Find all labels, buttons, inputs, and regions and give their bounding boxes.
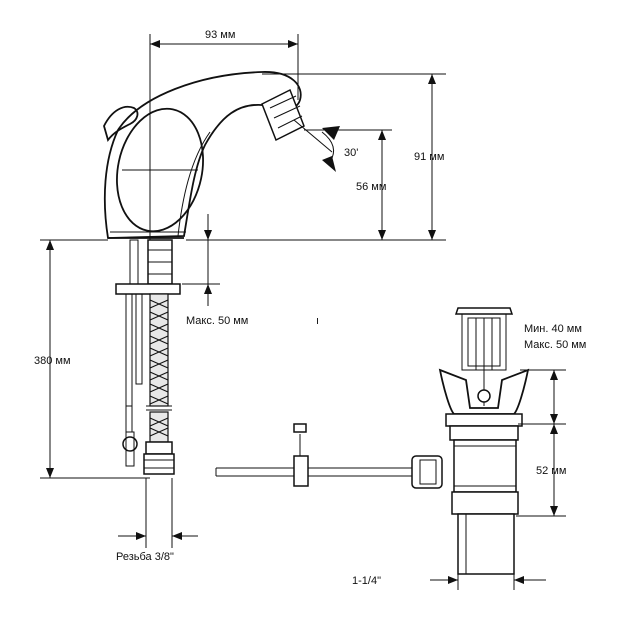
height-total-label: 91 мм (414, 151, 444, 163)
spout-reach-label: 93 мм (205, 29, 235, 41)
hose-length-label: 380 мм (34, 355, 71, 367)
drain-pipe-label: 1-1/4" (352, 575, 381, 587)
height-outlet-label: 56 мм (356, 181, 386, 193)
drain-length-label: 52 мм (536, 465, 566, 477)
drain-max-label: Макс. 50 мм (524, 339, 586, 351)
thread-label: Резьба 3/8" (116, 551, 174, 563)
faucet-dimensions: 93 мм 91 мм 56 мм 30' Макс. 50 мм ı (34, 29, 446, 563)
mount-thickness-label: Макс. 50 мм (186, 315, 248, 327)
stray-mark: ı (316, 315, 319, 327)
faucet-body (103, 71, 305, 239)
drain-assembly (215, 307, 530, 575)
drain-dimensions: Мин. 40 мм Макс. 50 мм 52 мм 1-1/4" (352, 323, 586, 590)
angle-label: 30' (344, 147, 358, 159)
drain-min-label: Мин. 40 мм (524, 323, 582, 335)
mounting-assembly (115, 239, 181, 475)
